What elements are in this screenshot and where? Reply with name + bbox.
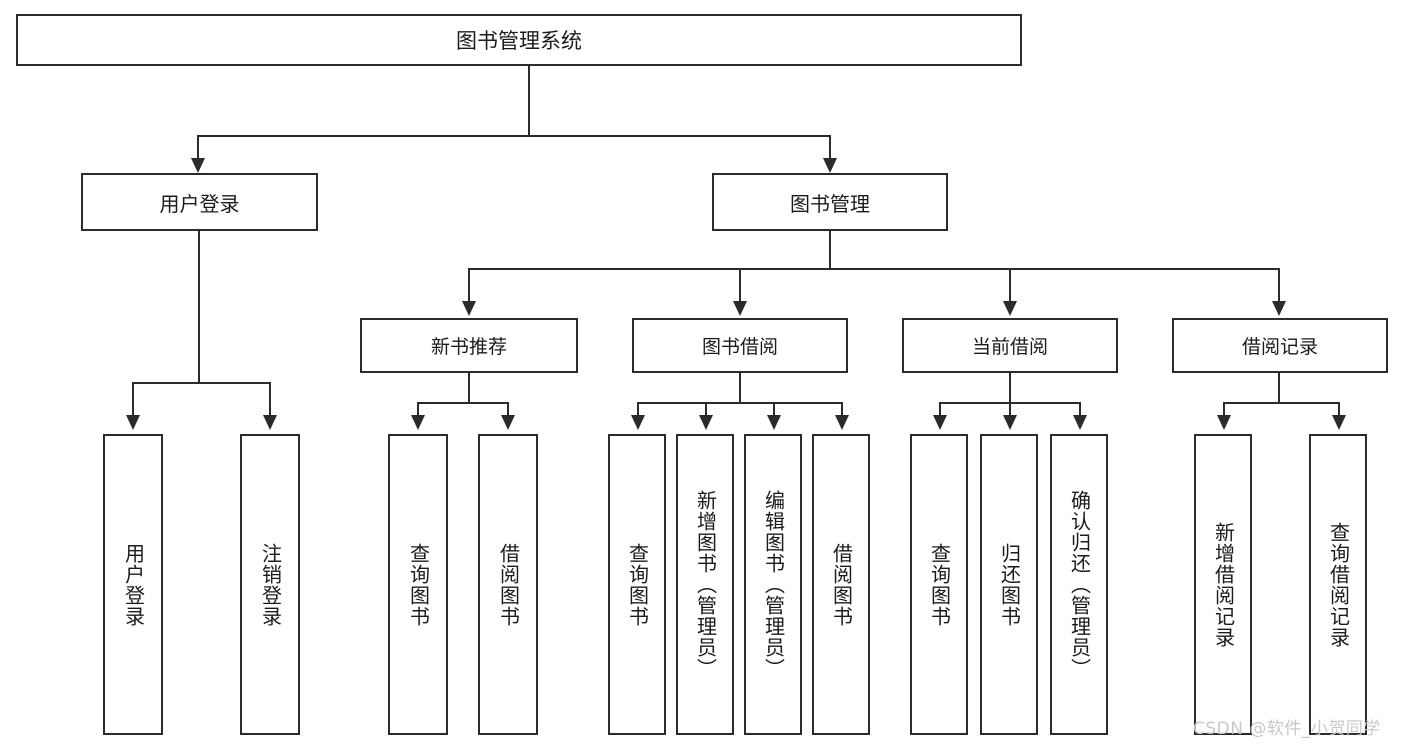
edge-bm-to-new-book [468,268,470,303]
node-label: 图书管理 [790,191,870,216]
arrowhead-current-borrow [1003,301,1017,316]
leaf-label: 查询图书 [625,542,650,627]
node-label: 借阅记录 [1241,336,1318,358]
edge-user-login-to-leaf-2 [269,382,271,417]
leaf-label: 用户登录 [121,542,146,627]
edge-book-mgmt-stem [829,231,831,269]
node-label: 用户登录 [159,191,240,216]
leaf-label: 借阅图书 [829,542,854,627]
leaf-br-query-record[interactable]: 查询借阅记录 [1309,434,1367,735]
leaf-label: 查询借阅记录 [1326,521,1351,648]
leaf-bb-query-book[interactable]: 查询图书 [608,434,666,735]
edge-user-login-stem [198,231,200,383]
node-borrow-record[interactable]: 借阅记录 [1172,318,1388,373]
edge-nbr-bus [417,402,509,404]
edge-nbr-stem [468,373,470,404]
edge-cb-to-leaf-1 [939,402,941,417]
edge-nbr-to-leaf-1 [417,402,419,417]
leaf-label: 查询图书 [927,542,952,627]
edge-cb-stem [1009,373,1011,404]
arrowhead-bb-leaf-1 [631,415,645,430]
leaf-label: 查询图书 [406,542,431,627]
edge-bb-bus [637,402,841,404]
arrowhead-borrow-record [1272,301,1286,316]
leaf-label: 注销登录 [258,542,283,627]
arrowhead-bb-leaf-3 [767,415,781,430]
edge-bb-to-leaf-3 [773,402,775,417]
edge-bm-to-book-borrow [739,268,741,303]
node-book-borrow[interactable]: 图书借阅 [632,318,848,373]
edge-nbr-to-leaf-2 [507,402,509,417]
arrowhead-new-book-recommend [462,301,476,316]
leaf-cb-confirm-return-admin[interactable]: 确认归还（管理员） [1050,434,1108,735]
node-label: 新书推荐 [430,336,507,358]
node-book-management[interactable]: 图书管理 [712,173,948,231]
arrowhead-nbr-leaf-2 [501,415,515,430]
node-label: 图书借阅 [701,336,778,358]
arrowhead-user-login [191,158,205,173]
edge-br-to-leaf-1 [1223,402,1225,417]
edge-bb-to-leaf-2 [705,402,707,417]
leaf-label: 归还图书 [997,542,1022,627]
leaf-bb-borrow-book[interactable]: 借阅图书 [812,434,870,735]
edge-br-bus [1223,402,1339,404]
arrowhead-br-leaf-2 [1332,415,1346,430]
leaf-logout[interactable]: 注销登录 [240,434,300,735]
edge-bb-stem [739,373,741,404]
leaf-bb-edit-book-admin[interactable]: 编辑图书（管理员） [744,434,802,735]
arrowhead-bb-leaf-2 [699,415,713,430]
leaf-cb-query-book[interactable]: 查询图书 [910,434,968,735]
arrowhead-leaf-logout [263,415,277,430]
edge-bm-to-current-borrow [1009,268,1011,303]
edge-bm-to-borrow-record [1278,268,1280,303]
node-user-login[interactable]: 用户登录 [81,173,318,231]
leaf-bb-add-book-admin[interactable]: 新增图书（管理员） [676,434,734,735]
arrowhead-cb-leaf-2 [1003,415,1017,430]
leaf-label: 借阅图书 [496,542,521,627]
node-label: 图书管理系统 [456,29,582,53]
edge-user-login-to-leaf-1 [132,382,134,417]
edge-bb-to-leaf-4 [841,402,843,417]
leaf-cb-return-book[interactable]: 归还图书 [980,434,1038,735]
leaf-label: 编辑图书（管理员） [761,490,786,679]
arrowhead-cb-leaf-1 [933,415,947,430]
node-root-system[interactable]: 图书管理系统 [16,14,1022,66]
arrowhead-book-borrow [733,301,747,316]
leaf-label: 确认归还（管理员） [1067,490,1092,679]
arrowhead-bb-leaf-4 [835,415,849,430]
node-label: 当前借阅 [971,336,1048,358]
arrowhead-br-leaf-1 [1217,415,1231,430]
watermark: CSDN @软件_小贺同学 [1193,719,1381,739]
leaf-nbr-query-book[interactable]: 查询图书 [388,434,448,735]
edge-user-login-bus [132,382,270,384]
arrowhead-book-mgmt [823,158,837,173]
edge-root-bus [197,135,831,137]
edge-br-to-leaf-2 [1338,402,1340,417]
arrowhead-nbr-leaf-1 [411,415,425,430]
leaf-br-add-record[interactable]: 新增借阅记录 [1194,434,1252,735]
leaf-user-login[interactable]: 用户登录 [103,434,163,735]
edge-cb-to-leaf-2 [1009,402,1011,417]
edge-cb-to-leaf-3 [1079,402,1081,417]
edge-br-stem [1278,373,1280,404]
arrowhead-leaf-user-login [126,415,140,430]
edge-root-stem [528,66,530,136]
node-current-borrow[interactable]: 当前借阅 [902,318,1118,373]
leaf-nbr-borrow-book[interactable]: 借阅图书 [478,434,538,735]
arrowhead-cb-leaf-3 [1073,415,1087,430]
node-new-book-recommend[interactable]: 新书推荐 [360,318,578,373]
leaf-label: 新增借阅记录 [1211,521,1236,648]
edge-root-to-book-mgmt [829,135,831,160]
edge-root-to-user-login [197,135,199,160]
leaf-label: 新增图书（管理员） [693,490,718,679]
edge-book-mgmt-bus [468,268,1279,270]
edge-bb-to-leaf-1 [637,402,639,417]
